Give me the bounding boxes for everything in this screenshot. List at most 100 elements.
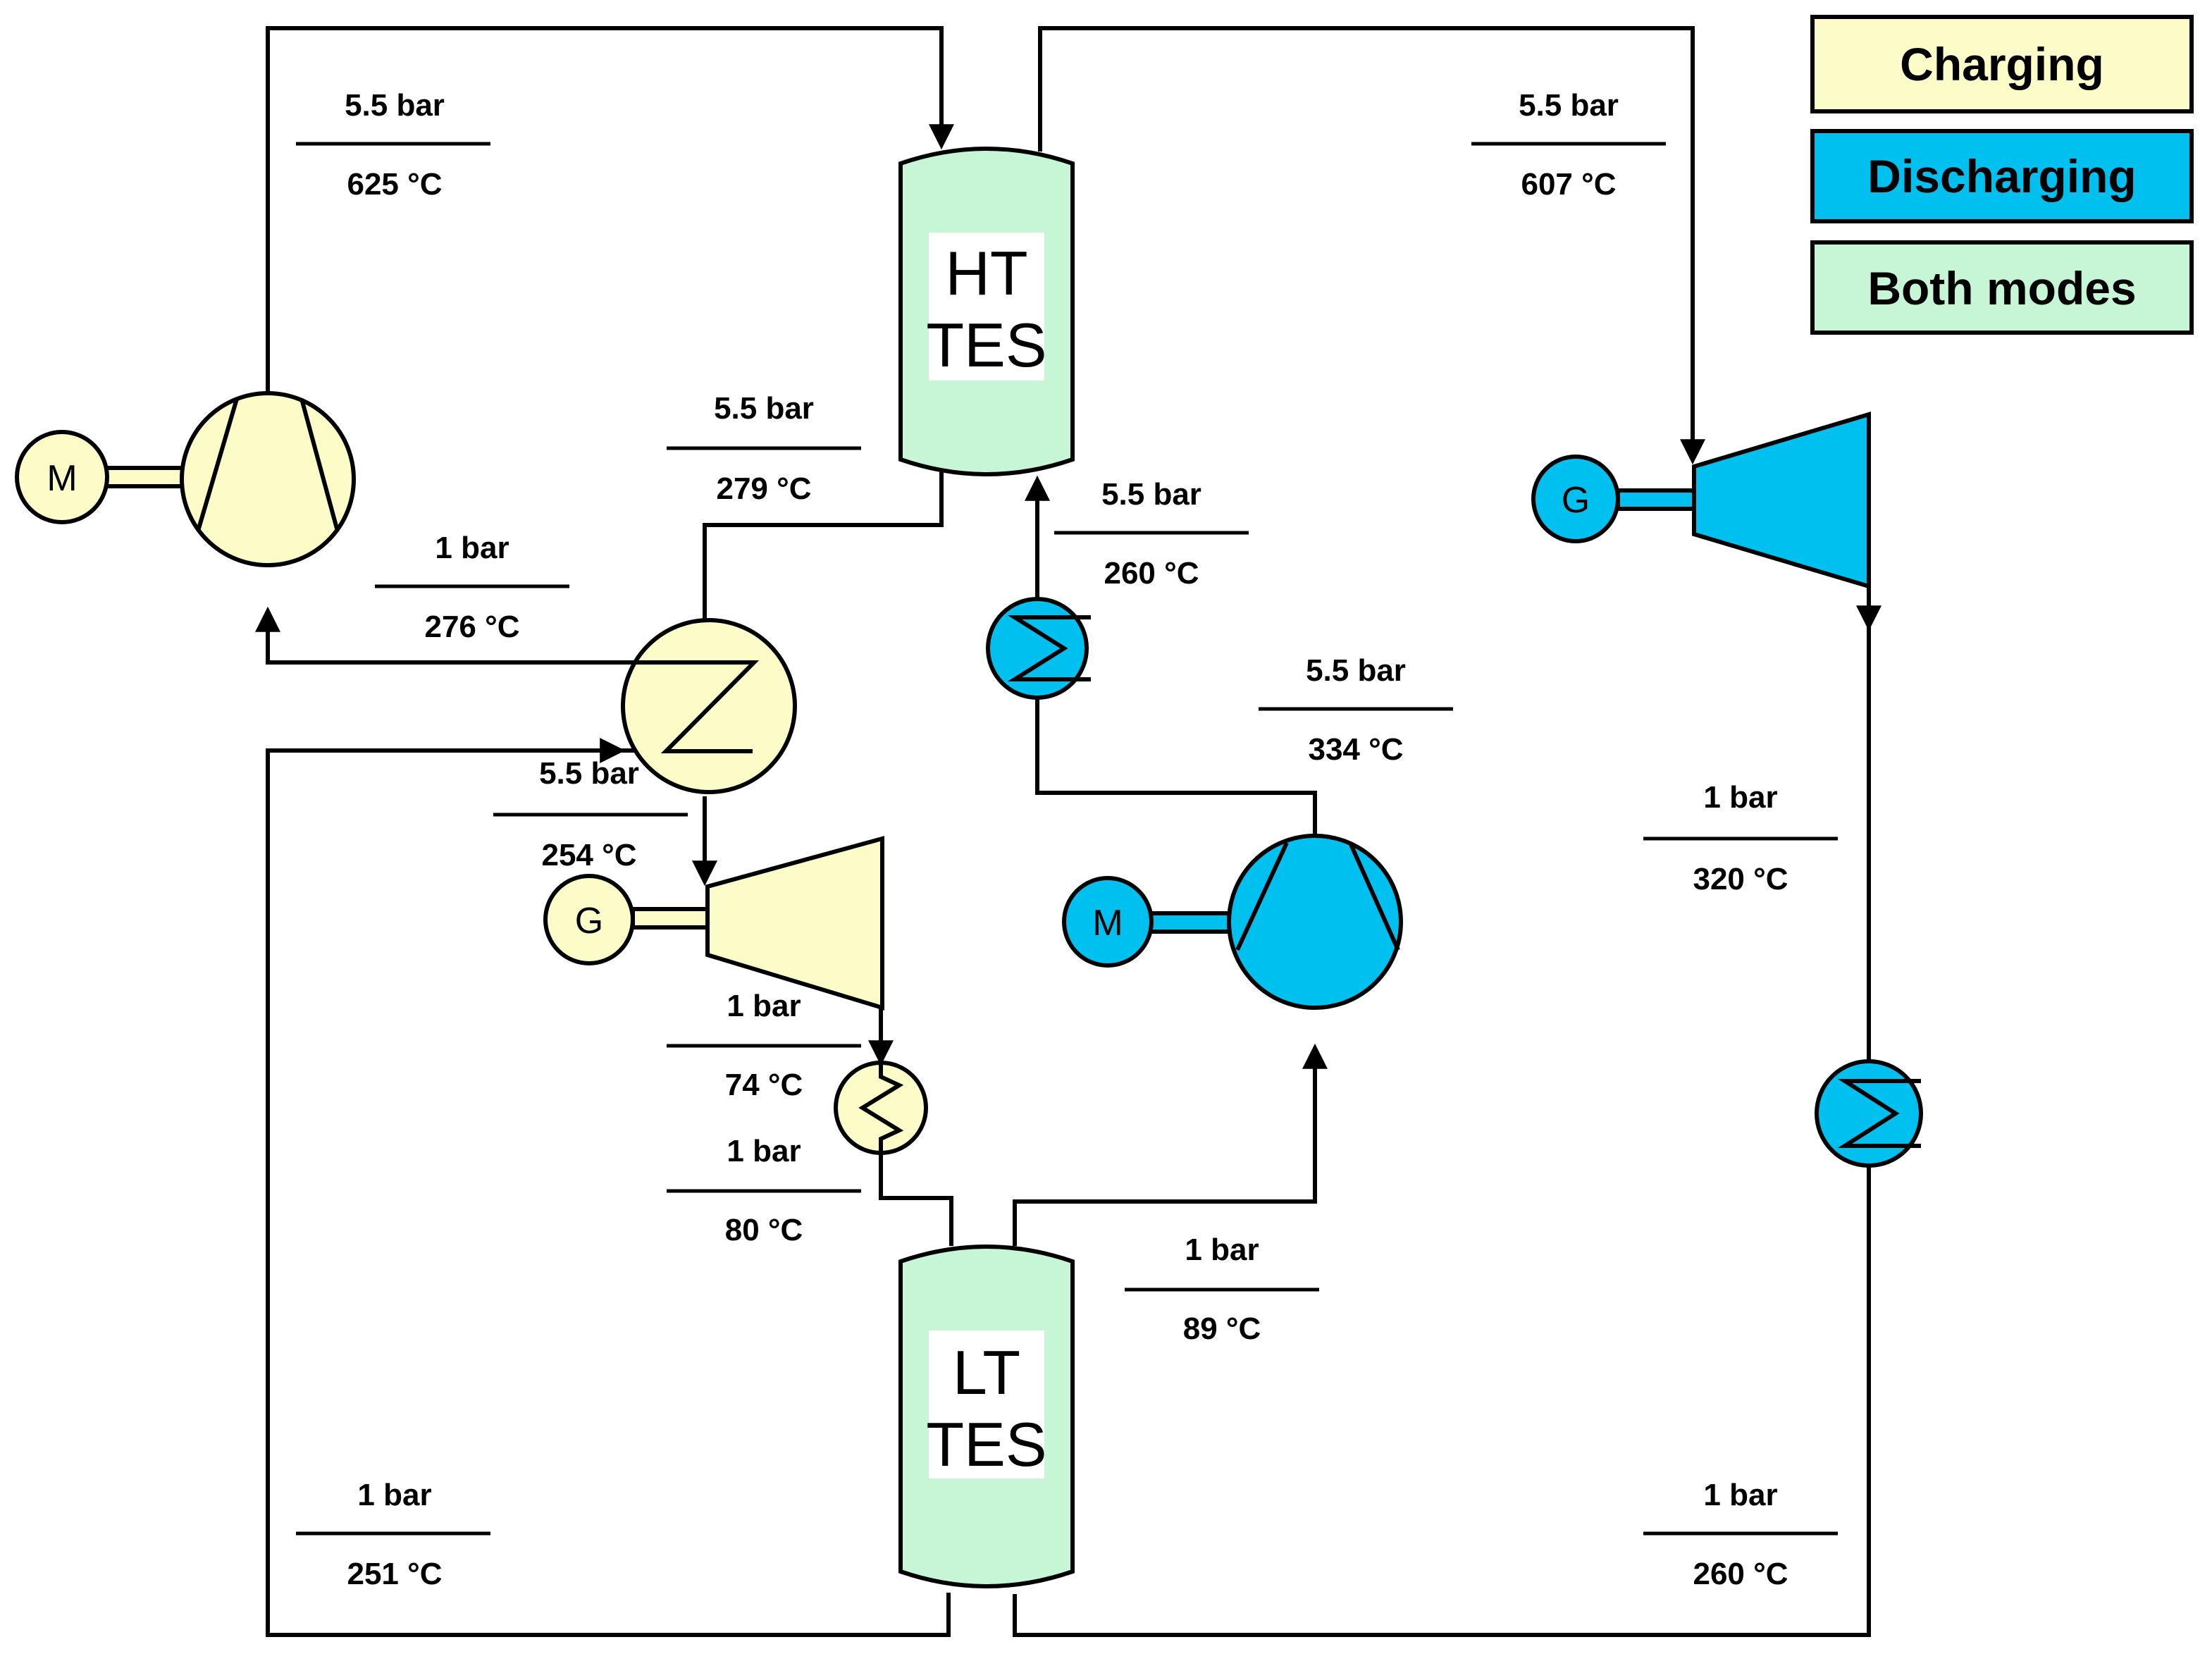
pipe-ht-tes-to-turbine [1038,26,1705,465]
s1-pressure: 5.5 bar [345,88,445,123]
legend-item-both: Both modes [1810,240,2194,335]
charging-compressor [180,391,356,567]
ht-tes-tank: HT TES [898,147,1075,476]
discharging-cooler [1815,1059,1923,1168]
charging-motor-body [15,430,109,524]
discharging-motor: M [1062,876,1240,968]
state-label-s11: 1 bar 89 °C [1125,1233,1319,1346]
s3-temperature: 279 °C [716,471,811,506]
charging-motor-label: M [47,458,77,499]
s9-pressure: 1 bar [727,989,801,1023]
state-labels: 5.5 bar 625 °C 5.5 bar 607 °C 5.5 bar 27… [296,88,1838,1591]
s3-pressure: 5.5 bar [714,391,814,426]
charging-cooler-coil [858,1061,904,1156]
charging-compressor-blade-right [299,398,339,529]
charging-compressor-blade-left [197,398,239,529]
state-label-s4: 5.5 bar 260 °C [1054,477,1249,591]
charging-generator-body [543,874,635,965]
discharging-turbine [1692,411,1871,590]
pipe-lt-tes-to-recuperator [266,738,951,1637]
charging-generator-shaft [631,907,710,930]
s6-pressure: 5.5 bar [1306,653,1406,688]
charging-motor: M [15,430,187,524]
pipe-ht-tes-to-recuperator [703,472,944,627]
s6-temperature: 334 °C [1308,732,1403,767]
state-label-s9: 1 bar 74 °C [667,989,861,1102]
ht-tes-label-line1: HT [945,238,1027,308]
state-label-s2: 5.5 bar 607 °C [1471,88,1666,202]
s1-temperature: 625 °C [347,167,442,202]
legend-label-discharging: Discharging [1867,150,2136,202]
state-label-s13: 1 bar 260 °C [1643,1478,1838,1591]
legend-swatch-both [1810,240,2194,335]
charging-cooler [834,1061,928,1156]
discharging-compressor-blade-right [1348,841,1400,951]
legend-label-charging: Charging [1900,38,2104,90]
state-label-s6: 5.5 bar 334 °C [1259,653,1453,767]
charging-expander [705,836,884,1011]
state-label-s10: 1 bar 80 °C [667,1134,861,1247]
pipe-compressor-to-heater [1035,698,1317,837]
charging-compressor-body [180,391,356,567]
lt-tes-label-line2: TES [926,1409,1046,1479]
s8-pressure: 1 bar [1703,780,1777,815]
lt-tes-label-bg [929,1330,1044,1478]
charging-generator-label: G [575,901,603,941]
discharging-generator-label: G [1562,480,1590,521]
recuperator-coil [634,660,760,753]
pipe-compressor-to-ht-tes [266,26,954,395]
s7-pressure: 5.5 bar [539,756,639,791]
lt-tes-tank: LT TES [898,1245,1075,1588]
discharging-cooler-coil [1837,1079,1921,1148]
legend-item-charging: Charging [1810,15,2194,113]
pipe-network [255,26,1882,1637]
lt-tes-label-line1: LT [953,1338,1020,1407]
discharging-compressor [1227,834,1403,1010]
s13-temperature: 260 °C [1693,1557,1788,1591]
charging-motor-shaft [98,466,187,488]
legend-item-discharging: Discharging [1810,129,2194,223]
discharging-generator: G [1531,455,1698,543]
legend-swatch-discharging [1810,129,2194,223]
pipe-lt-tes-to-compressor [1013,1043,1328,1246]
discharging-generator-body [1531,455,1620,543]
discharging-compressor-blade-left [1235,841,1289,951]
legend-swatch-charging [1810,15,2194,113]
s2-pressure: 5.5 bar [1519,88,1619,123]
discharging-heater-body [986,597,1089,700]
ht-tes-label-line2: TES [926,310,1046,380]
state-label-s12: 1 bar 251 °C [296,1478,490,1591]
discharging-heater [986,597,1091,700]
s5-temperature: 276 °C [424,610,519,644]
s5-pressure: 1 bar [435,531,509,565]
s10-pressure: 1 bar [727,1134,801,1168]
discharging-cooler-body [1815,1059,1923,1168]
discharging-heater-coil [1007,615,1091,681]
ht-tes-label-bg [929,233,1044,381]
s2-temperature: 607 °C [1521,167,1616,202]
discharging-motor-body [1062,876,1154,968]
charging-generator: G [543,874,710,965]
pipe-recuperator-to-compressor [255,606,634,665]
s11-pressure: 1 bar [1185,1233,1259,1267]
s13-pressure: 1 bar [1703,1478,1777,1512]
pipe-cooler-to-lt-tes [879,1152,953,1246]
state-label-s5: 1 bar 276 °C [375,531,569,644]
legend-label-both: Both modes [1867,262,2136,314]
recuperator [621,618,797,794]
discharging-generator-shaft [1616,488,1698,511]
s12-pressure: 1 bar [357,1478,431,1512]
s7-temperature: 254 °C [541,838,636,872]
legend: Charging Discharging Both modes [1810,15,2194,335]
state-label-s7: 5.5 bar 254 °C [493,756,688,872]
state-label-s8: 1 bar 320 °C [1643,780,1838,896]
s4-pressure: 5.5 bar [1101,477,1201,512]
discharging-motor-label: M [1092,903,1123,944]
s10-temperature: 80 °C [725,1213,803,1247]
discharging-compressor-body [1227,834,1403,1010]
s8-temperature: 320 °C [1693,862,1788,896]
pipe-cooler-to-lt-tes-bottom [1013,1166,1871,1637]
s11-temperature: 89 °C [1183,1311,1261,1346]
s9-temperature: 74 °C [725,1068,803,1102]
